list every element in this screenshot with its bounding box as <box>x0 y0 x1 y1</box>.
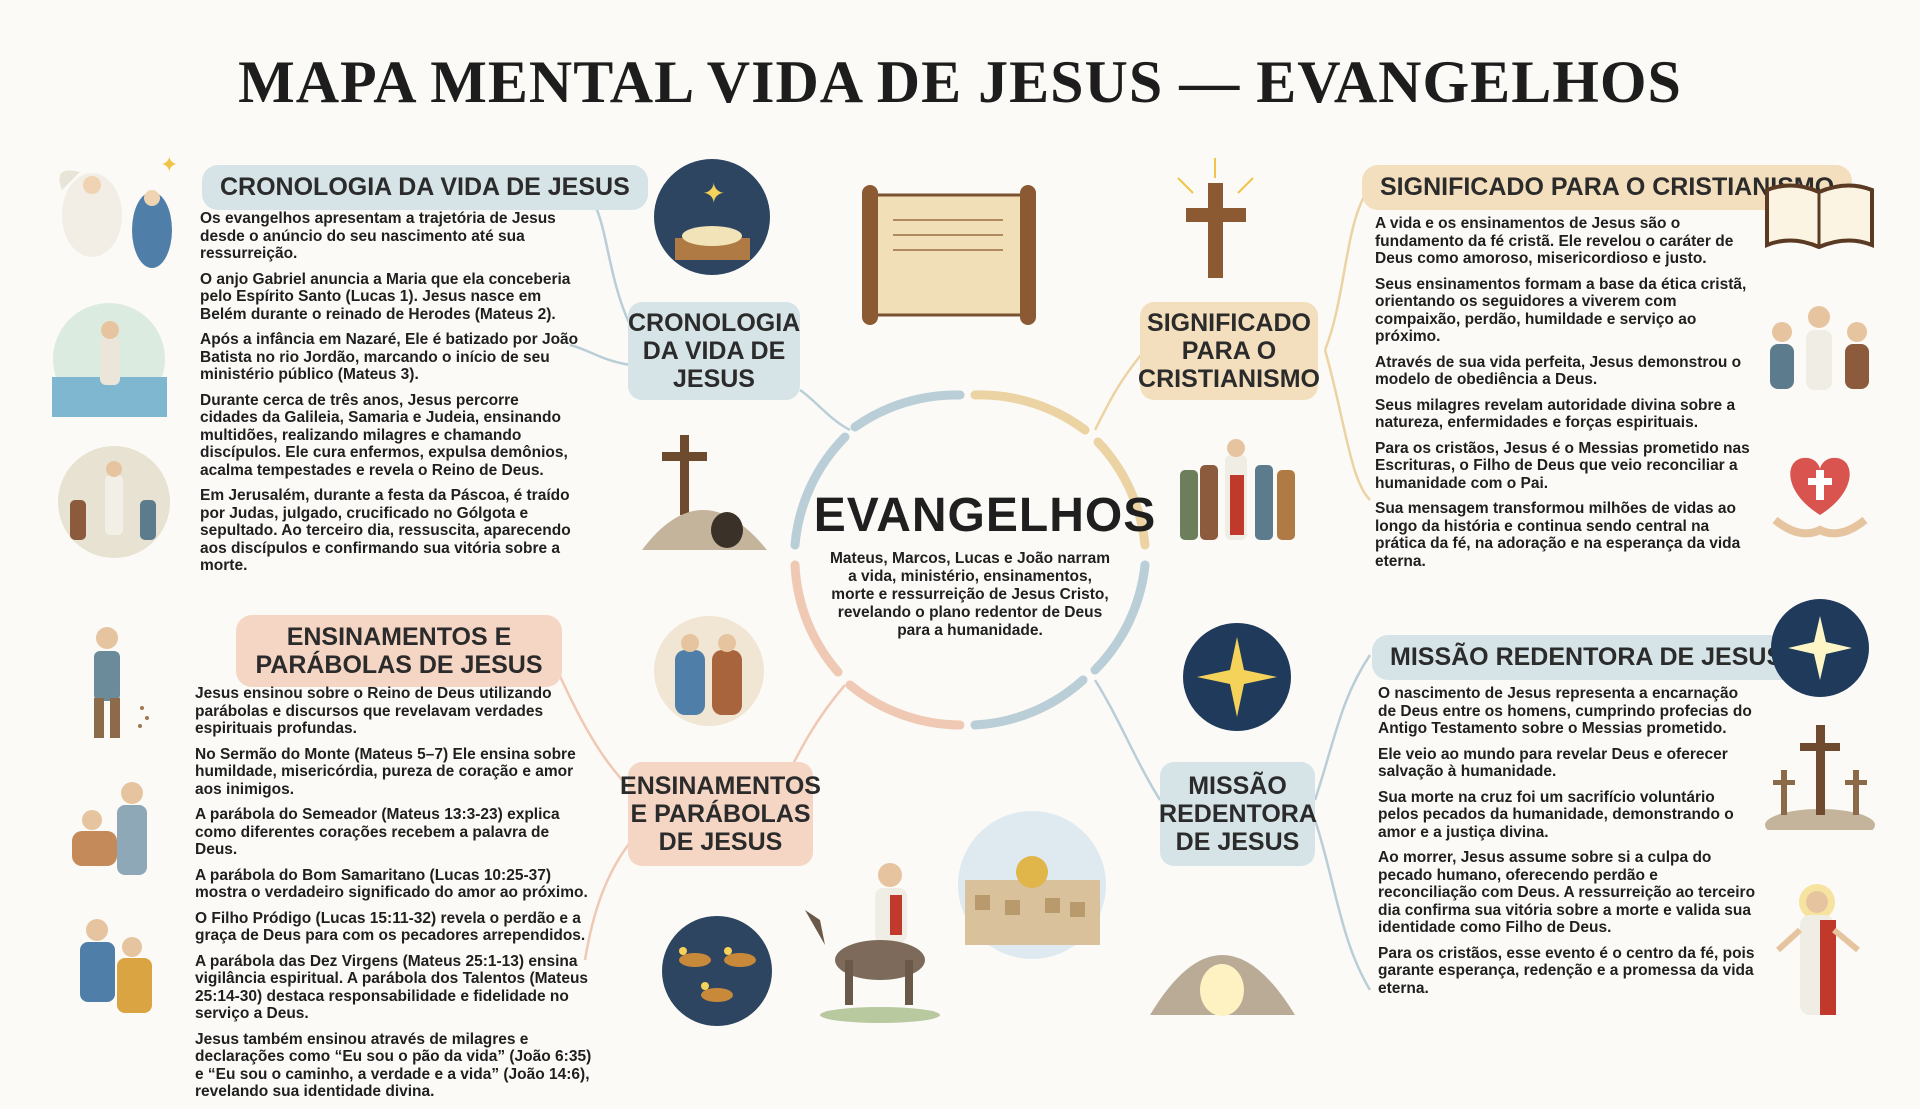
missao-text: O nascimento de Jesus representa a encar… <box>1378 685 1758 1005</box>
nativity-icon: ✦ <box>650 158 775 276</box>
significado-paragraph: Para os cristãos, Jesus é o Messias prom… <box>1375 439 1750 492</box>
crowd-healing-icon <box>50 445 178 560</box>
three-crosses-icon <box>1765 725 1875 830</box>
donkey-entry-icon <box>795 850 945 1025</box>
ensinamentos-paragraph: No Sermão do Monte (Mateus 5–7) Ele ensi… <box>195 745 576 798</box>
ensinamentos-header: ENSINAMENTOS E PARÁBOLAS DE JESUS <box>236 615 562 687</box>
significado-paragraph: Seus milagres revelam autoridade divina … <box>1375 396 1736 432</box>
cronologia-paragraph: Em Jerusalém, durante a festa da Páscoa,… <box>200 487 571 574</box>
cronologia-paragraph: Após a infância em Nazaré, Ele é batizad… <box>200 331 579 383</box>
star-icon <box>1182 622 1292 732</box>
significado-paragraph: Seus ensinamentos formam a base da ética… <box>1375 275 1747 346</box>
missao-header: MISSÃO REDENTORA DE JESUS <box>1372 635 1802 680</box>
center-title: EVANGELHOS <box>813 489 1157 542</box>
cronologia-paragraph: O anjo Gabriel anuncia a Maria que ela c… <box>200 270 571 323</box>
missao-paragraph: Para os cristãos, esse evento é o centro… <box>1378 944 1755 997</box>
cross-tomb-icon <box>632 430 772 555</box>
ensinamentos-paragraph: A parábola das Dez Virgens (Mateus 25:1-… <box>195 952 589 1023</box>
ensinamentos-paragraph: A parábola do Bom Samaritano (Lucas 10:2… <box>195 866 588 902</box>
significado-paragraph: Sua mensagem transformou milhões de vida… <box>1375 500 1741 570</box>
oil-lamps-icon <box>655 915 780 1027</box>
significado-node: SIGNIFICADO PARA O CRISTIANISMO <box>1138 302 1320 400</box>
missao-paragraph: Ao morrer, Jesus assume sobre si a culpa… <box>1378 849 1756 936</box>
page-title: MAPA MENTAL VIDA DE JESUS — EVANGELHOS <box>238 49 1682 115</box>
svg-text:✦: ✦ <box>702 178 725 209</box>
cronologia-paragraph: Os evangelhos apresentam a trajetória de… <box>200 210 556 262</box>
heart-cross-icon <box>1770 440 1870 545</box>
connectors <box>553 183 1372 991</box>
center-description: Mateus, Marcos, Lucas e João narram a vi… <box>830 550 1110 639</box>
significado-paragraph: Através de sua vida perfeita, Jesus demo… <box>1375 353 1742 389</box>
missao-paragraph: O nascimento de Jesus representa a encar… <box>1378 685 1752 737</box>
significado-paragraph: A vida e os ensinamentos de Jesus são o … <box>1375 215 1734 267</box>
cronologia-text: Os evangelhos apresentam a trajetória de… <box>200 210 580 583</box>
cronologia-header: CRONOLOGIA DA VIDA DE JESUS <box>202 165 648 210</box>
cronologia-paragraph: Durante cerca de três anos, Jesus percor… <box>200 391 568 479</box>
group-icon <box>1762 292 1877 392</box>
disciples-icon <box>1170 430 1305 550</box>
significado-text: A vida e os ensinamentos de Jesus são o … <box>1375 215 1755 578</box>
star-glow-icon <box>1770 598 1870 698</box>
center-ring <box>790 390 1150 730</box>
cronologia-node: CRONOLOGIA DA VIDA DE JESUS <box>628 302 800 400</box>
prodigal-son-icon <box>52 912 182 1027</box>
missao-paragraph: Ele veio ao mundo para revelar Deus e of… <box>1378 745 1728 781</box>
bible-icon <box>1762 160 1877 255</box>
annunciation-icon: ✦ <box>52 150 182 275</box>
good-samaritan-icon <box>52 775 177 887</box>
ensinamentos-paragraph: Jesus também ensinou através de milagres… <box>195 1030 592 1101</box>
svg-text:✦: ✦ <box>160 152 178 177</box>
ensinamentos-paragraph: O Filho Pródigo (Lucas 15:11-32) revela … <box>195 909 586 945</box>
missao-node: MISSÃO REDENTORA DE JESUS <box>1159 762 1317 866</box>
empty-tomb-icon <box>1145 915 1300 1020</box>
ensinamentos-text: Jesus ensinou sobre o Reino de Deus util… <box>195 685 595 1109</box>
jerusalem-icon <box>950 810 1115 960</box>
missao-paragraph: Sua morte na cruz foi um sacrifício volu… <box>1378 788 1734 841</box>
scroll-icon <box>848 175 1050 335</box>
ensinamentos-paragraph: A parábola do Semeador (Mateus 13:3-23) … <box>195 806 560 858</box>
mary-joseph-icon <box>650 615 768 727</box>
ensinamentos-node: ENSINAMENTOS E PARÁBOLAS DE JESUS <box>620 762 821 866</box>
ensinamentos-paragraph: Jesus ensinou sobre o Reino de Deus util… <box>195 685 552 737</box>
risen-christ-icon <box>1770 880 1865 1025</box>
sower-icon <box>52 618 157 743</box>
radiant-cross-icon <box>1168 158 1263 283</box>
baptism-icon <box>52 302 167 417</box>
